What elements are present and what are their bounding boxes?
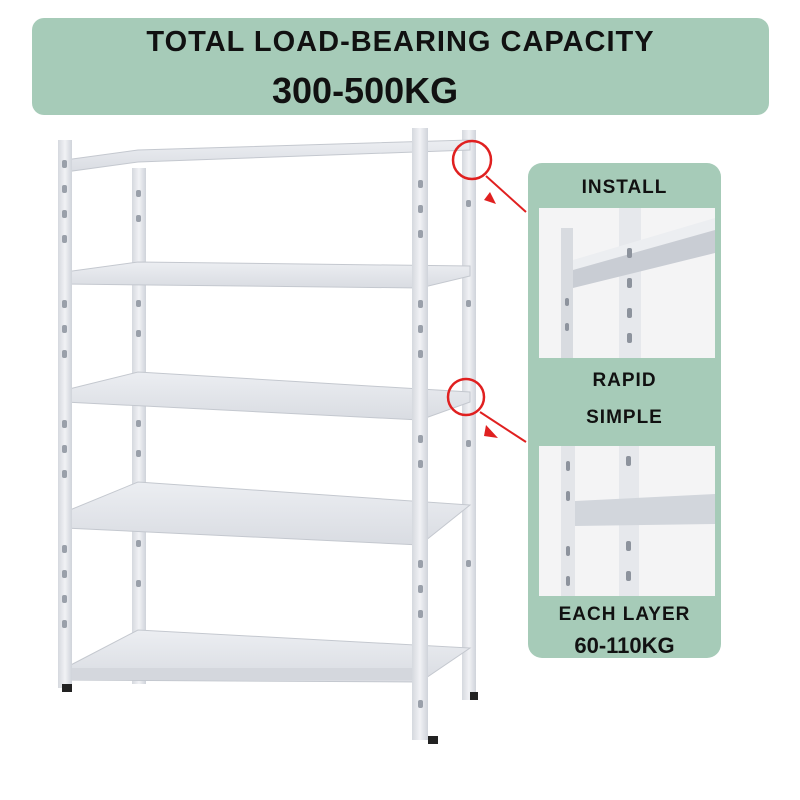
install-label: INSTALL: [581, 177, 668, 198]
capacity-banner: TOTAL LOAD-BEARING CAPACITY 300-500KG: [32, 18, 769, 115]
post-holes: [62, 160, 471, 708]
front-right-post: [412, 128, 428, 740]
foot-right: [428, 736, 438, 744]
rapid-label: RAPID: [592, 370, 657, 391]
red-circle-highlight-icon: [446, 377, 486, 417]
layer-capacity-label: 60-110KG: [574, 633, 675, 658]
shelf-level-1: [64, 139, 471, 173]
foot-back: [470, 692, 478, 700]
detail-photo-top: [539, 208, 715, 358]
banner-title: TOTAL LOAD-BEARING CAPACITY: [146, 26, 655, 58]
detail-photo-bottom: [539, 446, 715, 596]
shelf-level-3: [64, 371, 471, 421]
shelf-level-4: [64, 481, 472, 546]
foot-left: [62, 684, 72, 692]
red-arrowhead-icon: [484, 192, 496, 204]
simple-label: SIMPLE: [586, 407, 663, 428]
install-info-panel: INSTALL RAPID SIMPLE: [528, 163, 721, 658]
front-left-post: [58, 140, 72, 688]
red-circle-highlight-icon: [451, 139, 493, 181]
banner-capacity: 300-500KG: [272, 70, 459, 111]
red-arrowhead-icon: [484, 425, 498, 438]
shelf-level-2: [64, 261, 471, 289]
shelf-level-5: [64, 629, 472, 683]
each-layer-label: EACH LAYER: [558, 604, 691, 625]
red-arrow-icon: [479, 411, 527, 443]
red-arrow-icon: [485, 175, 527, 213]
